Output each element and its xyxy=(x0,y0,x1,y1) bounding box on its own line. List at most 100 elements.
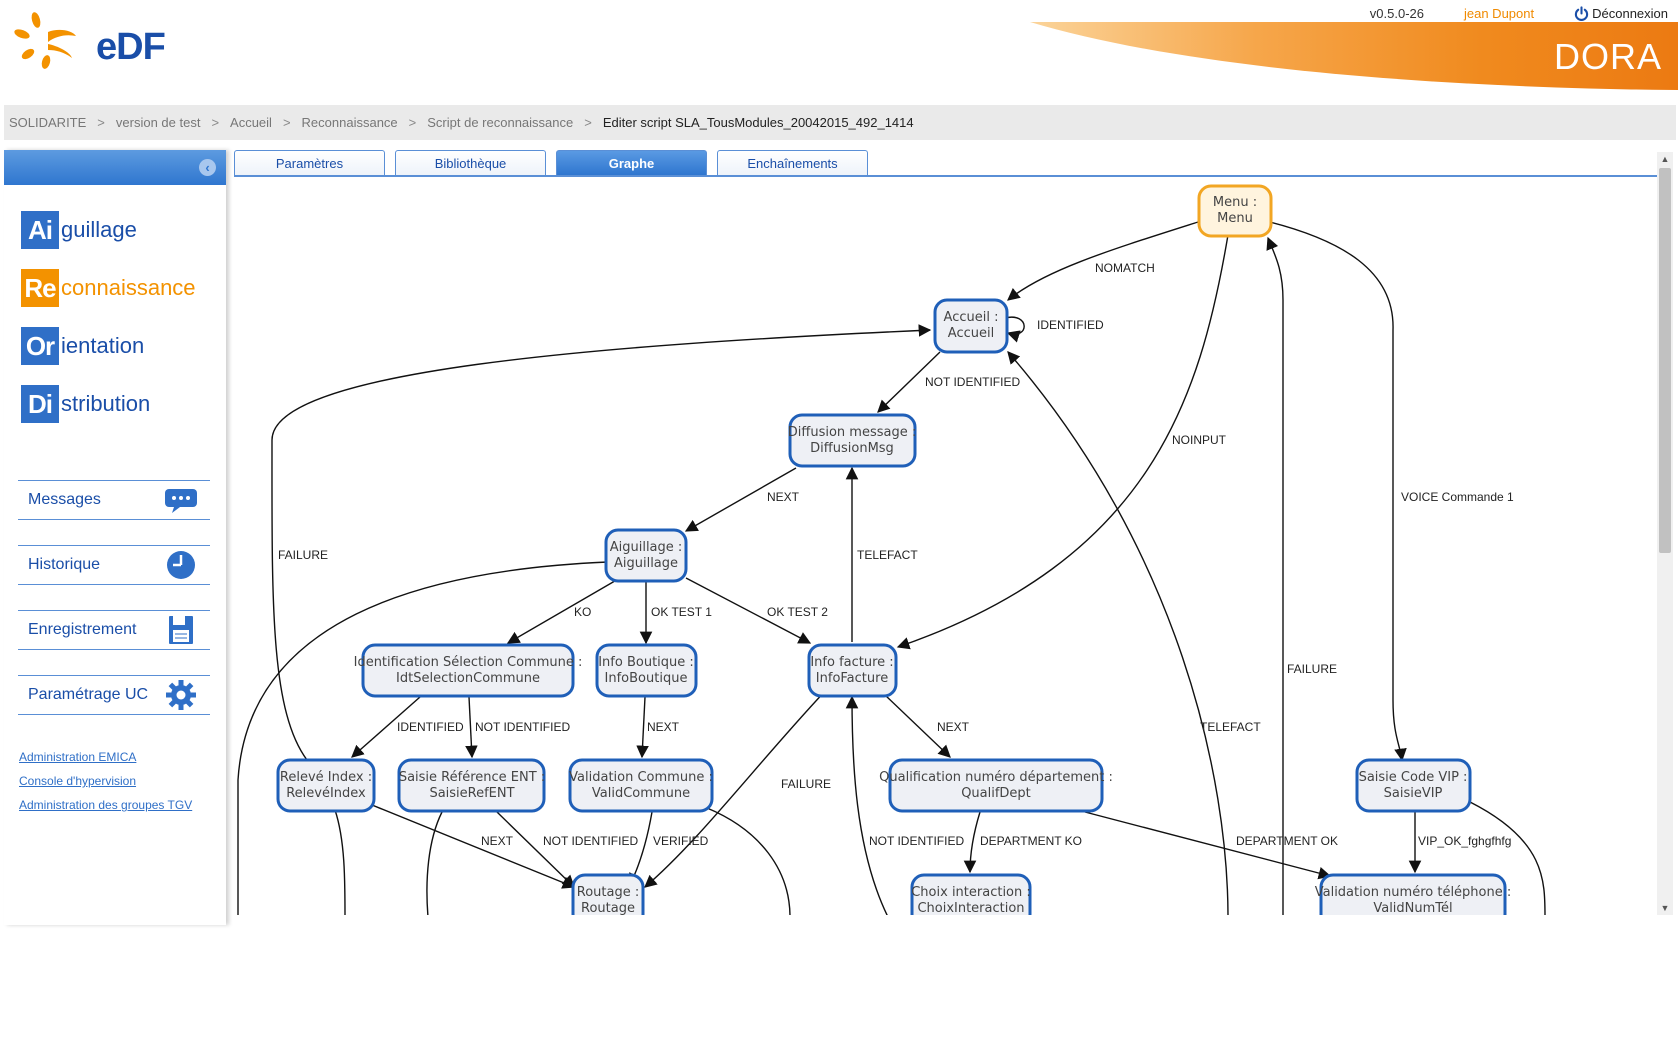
chat-icon xyxy=(165,489,197,513)
node-title: Validation numéro téléphone : xyxy=(1315,885,1512,900)
node-id: InfoFacture xyxy=(816,671,888,686)
menu-parametrage-uc[interactable]: Paramétrage UC xyxy=(18,675,210,715)
graph-node-validcommune[interactable]: Validation Commune : ValidCommune xyxy=(568,758,714,813)
graph-node-infofacture[interactable]: Info facture : InfoFacture xyxy=(807,643,898,698)
graph-edges xyxy=(237,221,1546,915)
tab-parametres[interactable]: Paramètres xyxy=(234,150,385,175)
breadcrumb-separator: > xyxy=(584,115,592,130)
graph-node-saisievip[interactable]: Saisie Code VIP : SaisieVIP xyxy=(1355,758,1472,813)
breadcrumb-item[interactable]: Accueil xyxy=(230,115,272,130)
graph-node-saisieref[interactable]: Saisie Référence ENT : SaisieRefENT xyxy=(397,758,546,813)
edge-label: IDENTIFIED xyxy=(1037,318,1104,332)
module-label: ientation xyxy=(61,333,145,358)
link-administration-groupes-tgv[interactable]: Administration des groupes TGV xyxy=(19,798,193,812)
edge-label: NOT IDENTIFIED xyxy=(475,720,570,734)
graph-node-aiguillage[interactable]: Aiguillage : Aiguillage xyxy=(604,528,688,583)
edge-label: NOINPUT xyxy=(1172,433,1227,447)
edge-label: TELEFACT xyxy=(1200,720,1261,734)
menu-historique[interactable]: Historique xyxy=(18,545,210,585)
edge-qualifdept-choix xyxy=(963,811,981,874)
edge-label: OK TEST 2 xyxy=(767,605,828,619)
scroll-down-arrow-icon[interactable]: ▼ xyxy=(1660,903,1670,913)
edge-validcommune-down xyxy=(706,807,791,915)
link-console-hypervision[interactable]: Console d'hypervision xyxy=(19,774,137,788)
node-id: IdtSelectionCommune xyxy=(396,671,540,686)
state-graph[interactable]: NOMATCH IDENTIFIED NOT IDENTIFIED NOINPU… xyxy=(234,177,1657,915)
edge-label: VERIFIED xyxy=(653,834,709,848)
graph-node-accueil[interactable]: Accueil : Accueil xyxy=(933,298,1009,354)
graph-node-diffusion[interactable]: Diffusion message : DiffusionMsg xyxy=(788,413,917,468)
node-title: Aiguillage : xyxy=(610,540,683,555)
menu-label: Historique xyxy=(28,556,101,573)
node-title: Routage : xyxy=(577,885,639,900)
edge-menu-saisievip xyxy=(1269,221,1407,762)
breadcrumb-item[interactable]: SOLIDARITE xyxy=(9,115,87,130)
graph-canvas[interactable]: NOMATCH IDENTIFIED NOT IDENTIFIED NOINPU… xyxy=(234,175,1657,915)
breadcrumb-item[interactable]: Script de reconnaissance xyxy=(427,115,574,130)
tab-graphe[interactable]: Graphe xyxy=(556,150,707,175)
edge-label: NOMATCH xyxy=(1095,261,1155,275)
edge-label: KO xyxy=(574,605,591,619)
graph-node-choix[interactable]: Choix interaction : ChoixInteraction xyxy=(910,873,1032,915)
tab-enchainements[interactable]: Enchaînements xyxy=(717,150,868,175)
user-bar: v0.5.0-26 jean Dupont Déconnexion xyxy=(1370,4,1668,22)
edge-aiguillage-left xyxy=(237,561,609,915)
node-id: ValidNumTél xyxy=(1373,901,1452,915)
graph-node-validnum[interactable]: Validation numéro téléphone : ValidNumTé… xyxy=(1315,873,1512,915)
graph-node-releve[interactable]: Relevé Index : RelevéIndex xyxy=(276,758,376,813)
graph-scrollbar[interactable]: ▲ ▼ xyxy=(1657,152,1673,915)
edge-label: NOT IDENTIFIED xyxy=(869,834,964,848)
username[interactable]: jean Dupont xyxy=(1463,5,1535,21)
edf-logo: eDF xyxy=(14,10,166,72)
module-reconnaissance[interactable]: Re connaissance xyxy=(21,266,196,310)
module-label: stribution xyxy=(61,391,151,416)
graph-node-routage[interactable]: Routage : Routage xyxy=(571,873,645,915)
node-title: Relevé Index : xyxy=(280,770,372,785)
tab-bibliotheque[interactable]: Bibliothèque xyxy=(395,150,546,175)
breadcrumb-separator: > xyxy=(282,115,291,130)
edge-label: DEPARTMENT KO xyxy=(980,834,1082,848)
module-abbr: Di xyxy=(21,385,59,423)
scroll-up-arrow-icon[interactable]: ▲ xyxy=(1660,154,1670,164)
module-abbr: Ai xyxy=(21,211,59,249)
breadcrumb-current: Editer script SLA_TousModules_20042015_4… xyxy=(602,115,914,130)
collapse-sidebar-button[interactable]: ‹ xyxy=(199,159,216,176)
graph-edge-labels: NOMATCH IDENTIFIED NOT IDENTIFIED NOINPU… xyxy=(278,261,1514,848)
edge-idtsel-releve xyxy=(351,696,421,758)
edge-releve-down xyxy=(334,809,346,915)
scroll-thumb[interactable] xyxy=(1659,168,1671,553)
module-orientation[interactable]: Or ientation xyxy=(21,324,144,368)
edge-accueil-self xyxy=(1004,316,1025,343)
node-title: Menu : xyxy=(1213,195,1257,210)
node-id: Aiguillage xyxy=(614,556,678,571)
menu-enregistrement[interactable]: Enregistrement xyxy=(18,610,210,650)
menu-messages[interactable]: Messages xyxy=(18,480,210,520)
node-id: ValidCommune xyxy=(592,786,690,801)
sidebar-header: ‹ xyxy=(4,150,226,185)
breadcrumb-item[interactable]: Reconnaissance xyxy=(301,115,398,130)
edge-label: VOICE Commande 1 xyxy=(1401,490,1514,504)
edge-releve-routage xyxy=(371,804,576,889)
edge-label: DEPARTMENT OK xyxy=(1236,834,1338,848)
breadcrumb-item[interactable]: version de test xyxy=(115,115,201,130)
module-distribution[interactable]: Di stribution xyxy=(21,382,150,426)
edge-label: FAILURE xyxy=(1287,662,1337,676)
edge-label: NEXT xyxy=(937,720,970,734)
node-title: Info facture : xyxy=(810,655,893,670)
edge-label: NEXT xyxy=(481,834,514,848)
graph-node-infoboutique[interactable]: Info Boutique : InfoBoutique xyxy=(595,643,698,698)
logo-text: eDF xyxy=(96,26,166,68)
node-id: Menu xyxy=(1217,211,1253,226)
logout-button[interactable]: Déconnexion xyxy=(1574,6,1668,21)
node-title: Choix interaction : xyxy=(911,885,1031,900)
module-aiguillage[interactable]: Ai guillage xyxy=(21,208,137,252)
edge-down-accueil xyxy=(1007,351,1229,915)
graph-node-qualifdept[interactable]: Qualification numéro département : Quali… xyxy=(879,758,1113,813)
chevron-left-icon: ‹ xyxy=(205,160,210,175)
graph-node-idtsel[interactable]: Identification Sélection Commune : IdtSe… xyxy=(354,643,583,698)
link-administration-emica[interactable]: Administration EMICA xyxy=(19,750,137,764)
breadcrumb-separator: > xyxy=(408,115,417,130)
node-id: DiffusionMsg xyxy=(810,441,894,456)
node-title: Info Boutique : xyxy=(598,655,694,670)
graph-node-menu[interactable]: Menu : Menu xyxy=(1197,184,1273,238)
